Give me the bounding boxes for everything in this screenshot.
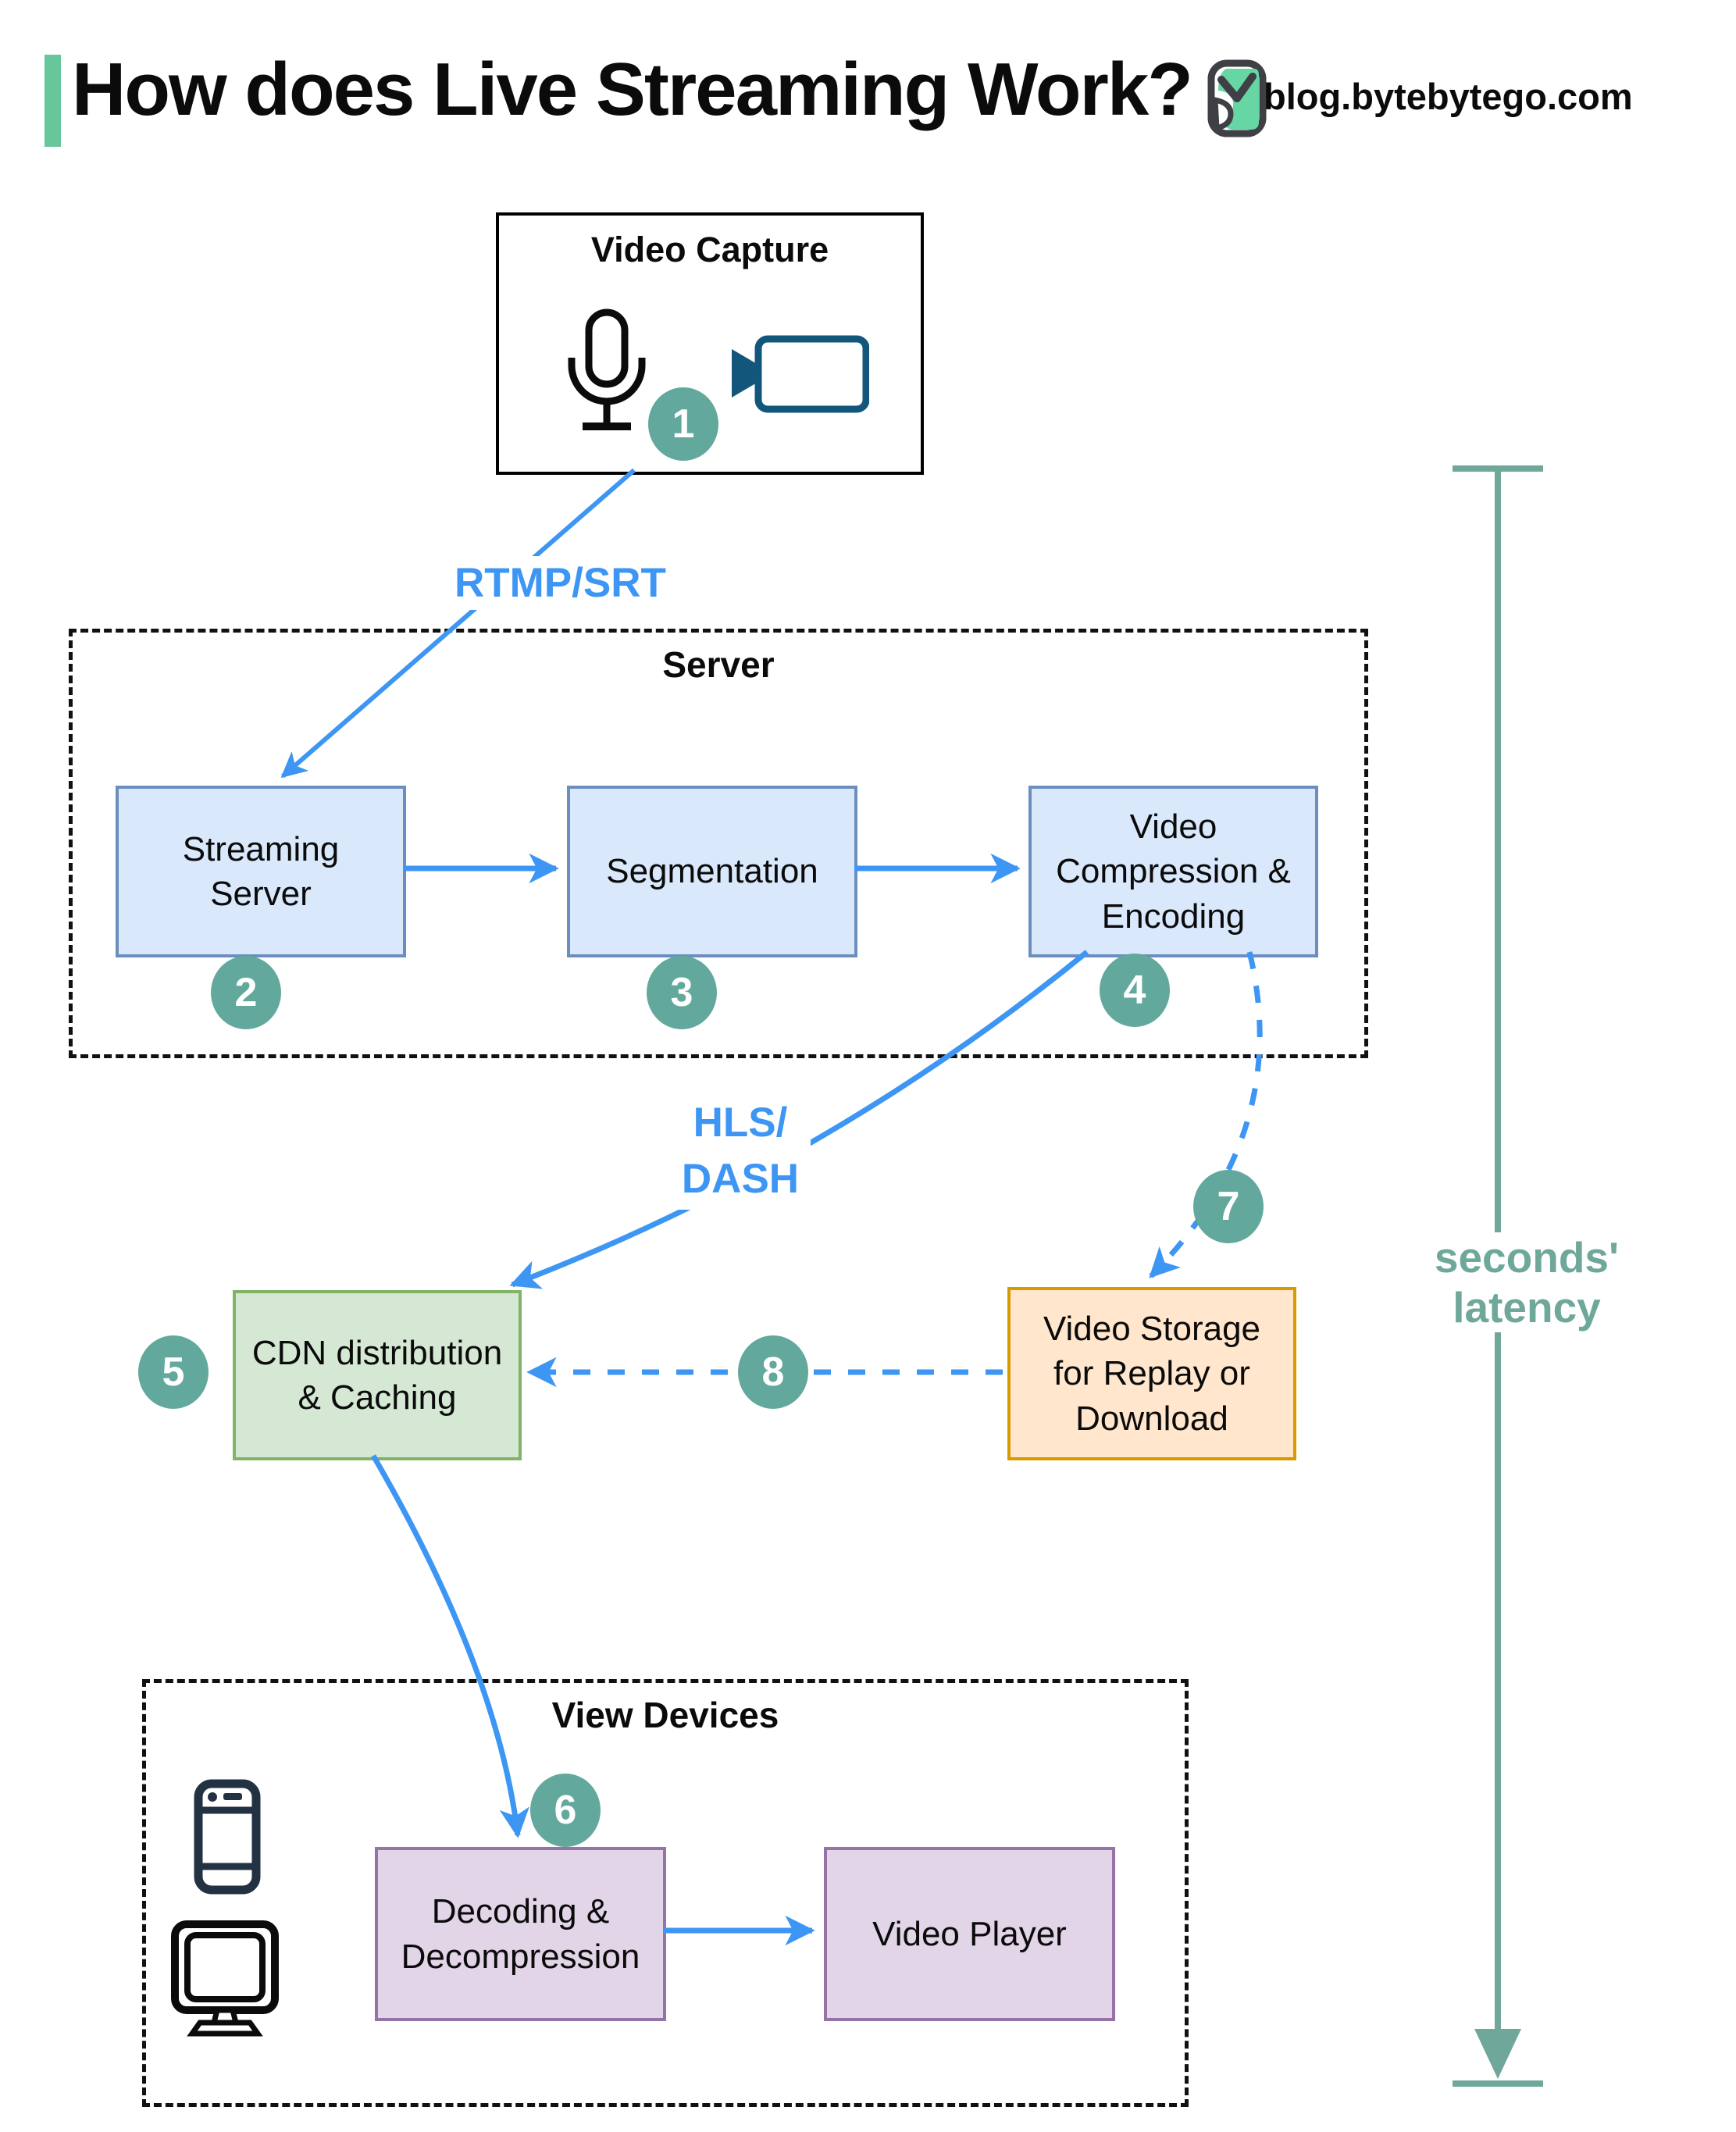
- page-title: How does Live Streaming Work?: [72, 48, 1193, 131]
- edge-label-hls-dash: HLS/ DASH: [670, 1092, 811, 1210]
- node-video-capture: Video Capture: [496, 212, 924, 475]
- group-view-devices: View Devices: [142, 1679, 1189, 2107]
- node-video-capture-label: Video Capture: [590, 230, 829, 269]
- node-cdn: CDN distribution & Caching: [233, 1290, 522, 1460]
- microphone-icon: [568, 308, 646, 430]
- site-url-label: blog.bytebytego.com: [1264, 76, 1633, 117]
- node-decoding: Decoding & Decompression: [375, 1847, 666, 2021]
- edge-label-rtmp: RTMP/SRT: [447, 556, 674, 610]
- node-video-player: Video Player: [824, 1847, 1115, 2021]
- latency-label: seconds' latency: [1357, 1232, 1696, 1332]
- step-badge-5: 5: [138, 1335, 209, 1409]
- node-video-compression: Video Compression & Encoding: [1028, 786, 1318, 957]
- monitor-icon: [171, 1920, 279, 2037]
- step-badge-4: 4: [1100, 954, 1170, 1027]
- bytebytego-logo-icon: [1207, 59, 1267, 137]
- smartphone-icon: [194, 1779, 261, 1895]
- step-badge-6: 6: [530, 1774, 601, 1847]
- node-streaming-server: Streaming Server: [116, 786, 406, 957]
- step-badge-8: 8: [738, 1335, 808, 1409]
- group-view-devices-label: View Devices: [551, 1695, 779, 1735]
- step-badge-1: 1: [648, 387, 718, 461]
- group-server-label: Server: [662, 644, 775, 685]
- step-badge-7: 7: [1193, 1170, 1264, 1243]
- step-badge-2: 2: [211, 956, 281, 1029]
- node-segmentation: Segmentation: [567, 786, 857, 957]
- title-accent-bar: [45, 55, 61, 147]
- step-badge-3: 3: [647, 956, 717, 1029]
- node-video-storage: Video Storage for Replay or Download: [1007, 1287, 1296, 1460]
- video-camera-icon: [732, 335, 869, 413]
